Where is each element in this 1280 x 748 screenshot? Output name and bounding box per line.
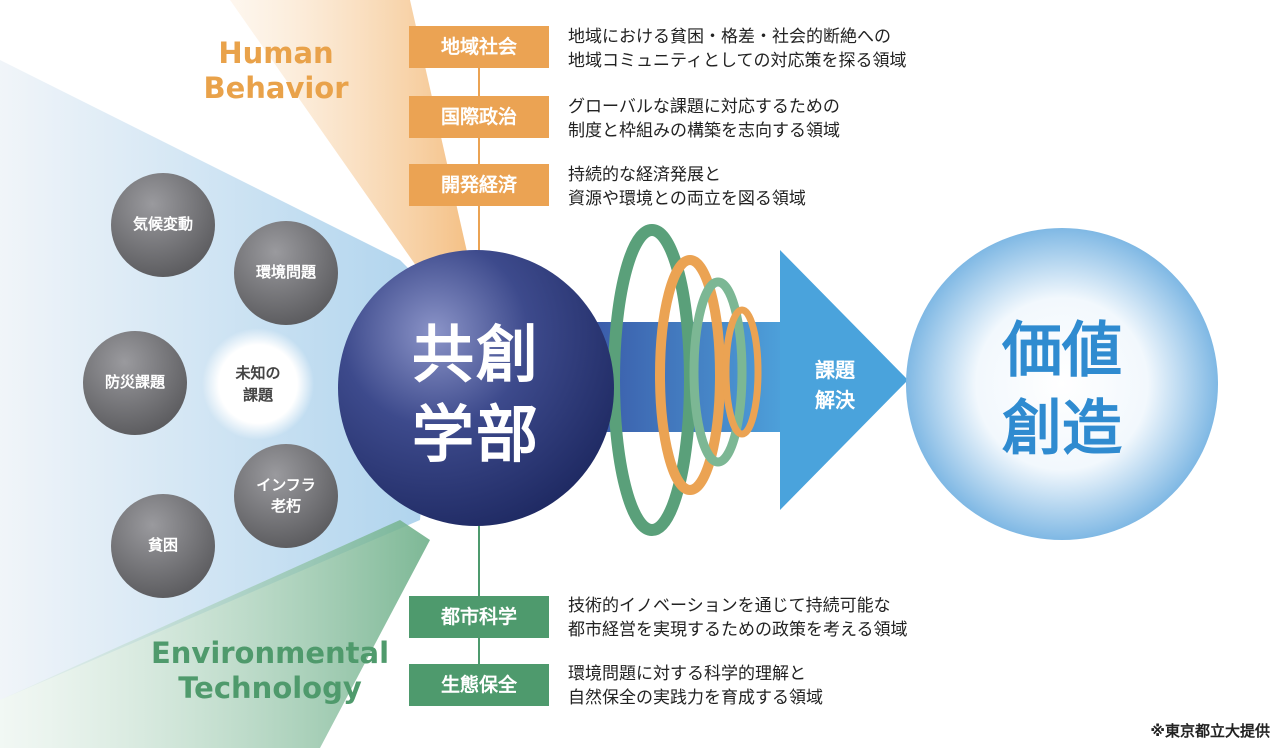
issue-bubble-infra (234, 444, 338, 548)
field-desc-development-economics: 持続的な経済発展と資源や環境との両立を図る領域 (568, 165, 806, 209)
human-behavior-label: Human Behavior (203, 36, 349, 105)
field-desc-ecological-conservation: 環境問題に対する科学的理解と自然保全の実践力を育成する領域 (568, 664, 823, 708)
value-creation-title: 価値創造 (1002, 316, 1122, 464)
field-tag-ecological-conservation: 生態保全 (409, 664, 549, 706)
field-tag-development-economics: 開発経済 (409, 164, 549, 206)
field-tag-urban-science: 都市科学 (409, 596, 549, 638)
issue-label-climate: 気候変動 (132, 215, 193, 233)
issue-label-infra: インフラ老朽 (256, 476, 316, 515)
environmental-technology-fan (0, 520, 430, 748)
issue-label-disaster: 防災課題 (104, 373, 165, 391)
issue-label-environment: 環境問題 (255, 263, 316, 281)
human-behavior-fan (230, 0, 470, 300)
value-sphere (906, 228, 1218, 540)
issue-label-poverty: 貧困 (147, 536, 178, 554)
issue-bubble-unknown (202, 328, 314, 440)
issue-bubble-poverty (111, 494, 215, 598)
issue-bubble-disaster (83, 331, 187, 435)
field-desc-urban-science: 技術的イノベーションを通じて持続可能な都市経営を実現するための政策を考える領域 (568, 596, 908, 640)
field-desc-regional-society: 地域における貧困・格差・社会的断絶への地域コミュニティとしての対応策を探る領域 (568, 27, 907, 71)
issue-label-unknown: 未知の課題 (235, 364, 281, 404)
arrow-head (780, 250, 908, 510)
center-sphere (338, 250, 614, 526)
field-tag-international-politics: 国際政治 (409, 96, 549, 138)
environmental-technology-label: Environmental Technology (150, 636, 390, 705)
field-tag-regional-society: 地域社会 (409, 26, 549, 68)
image-credit: ※東京都立大提供 (1150, 722, 1270, 740)
spiral-rings (608, 224, 762, 536)
solution-label: 課題解決 (815, 358, 855, 412)
center-title: 共創学部 (411, 318, 540, 471)
issue-bubble-environment (234, 221, 338, 325)
field-desc-international-politics: グローバルな課題に対応するための制度と枠組みの構築を志向する領域 (568, 97, 840, 141)
issue-bubble-climate (111, 173, 215, 277)
